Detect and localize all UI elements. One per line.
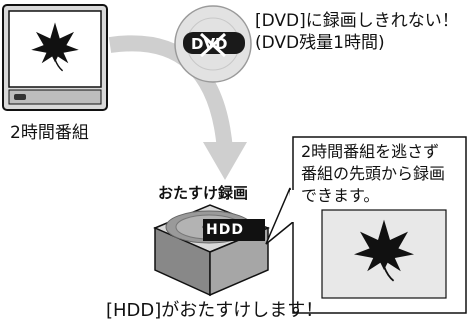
- callout-line2: 番組の先頭から録画: [301, 164, 446, 183]
- dvd-disc-crossed-icon: DVD: [174, 5, 252, 83]
- callout-text: 2時間番組を逃さず 番組の先頭から録画 できます。: [301, 141, 445, 207]
- footer-caption: [HDD]がおたすけします！: [106, 300, 324, 321]
- callout-line1: 2時間番組を逃さず: [301, 142, 440, 161]
- callout-line3: できます。: [301, 186, 380, 205]
- hdd-feature-title: おたすけ録画: [158, 184, 249, 202]
- hdd-drive-icon: [153, 204, 270, 297]
- maple-leaf-icon: [31, 22, 79, 72]
- tv-set: [2, 4, 108, 111]
- dvd-warning-line1: [DVD]に録画しきれない！: [255, 11, 459, 31]
- tv-caption: 2時間番組: [10, 123, 89, 143]
- maple-leaf-icon: [354, 219, 414, 282]
- callout-box: [265, 136, 467, 314]
- dvd-warning-message: [DVD]に録画しきれない！ (DVD残量1時間): [255, 10, 459, 54]
- dvd-warning-line2: (DVD残量1時間): [255, 33, 385, 53]
- hdd-label: HDD: [206, 222, 244, 238]
